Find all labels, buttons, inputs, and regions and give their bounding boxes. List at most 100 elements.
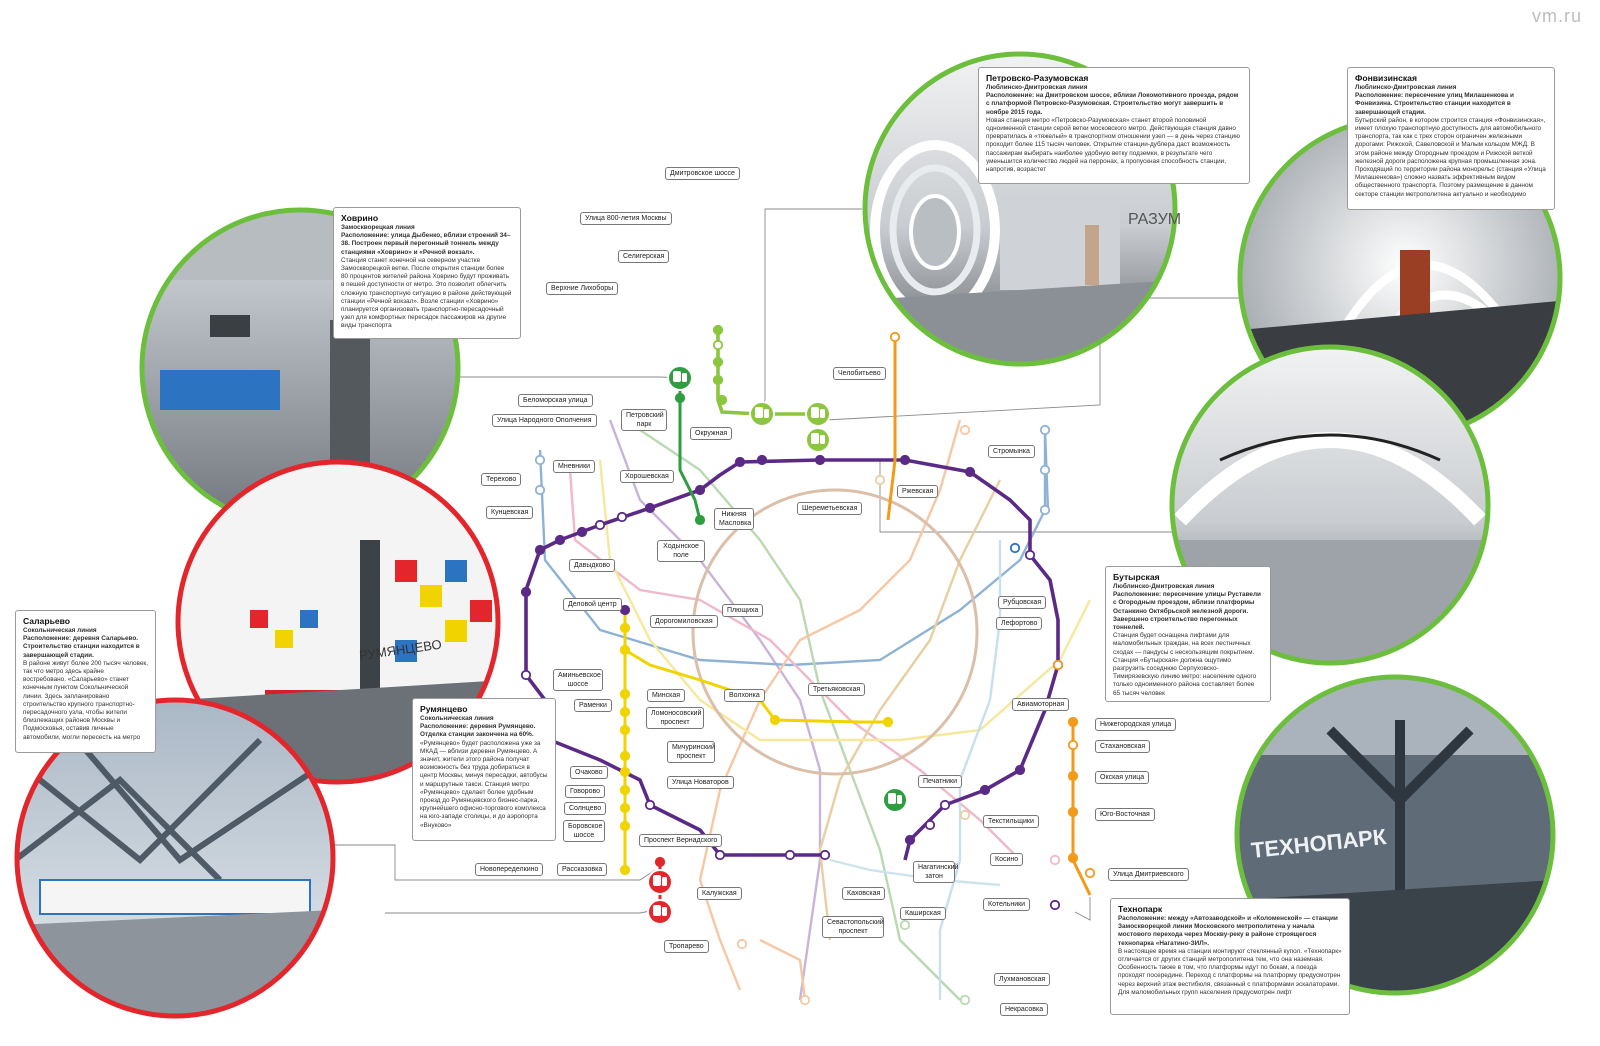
station-label: Кунцевская xyxy=(486,506,534,519)
train-transfer-icon xyxy=(805,401,831,427)
panel-body: В районе живут более 200 тысяч человек, … xyxy=(23,659,149,741)
station-label: Плющиха xyxy=(722,604,764,617)
watermark: vm.ru xyxy=(1532,6,1582,26)
station-dot xyxy=(1084,867,1096,879)
station-dot xyxy=(1067,770,1079,782)
station-dot xyxy=(939,799,951,811)
station-dot xyxy=(534,544,546,556)
panel-title: Саларьево xyxy=(23,616,71,626)
station-dot xyxy=(714,849,726,861)
train-transfer-icon xyxy=(667,365,693,391)
station-label: Нижегородская улица xyxy=(1095,718,1177,731)
station-dot xyxy=(1067,739,1079,751)
station-dot xyxy=(644,502,656,514)
station-dot xyxy=(899,454,911,466)
station-dot xyxy=(712,374,724,386)
station-dot xyxy=(674,392,686,404)
station-dot xyxy=(979,784,991,796)
station-label: Севастопольский проспект xyxy=(822,916,884,938)
panel-body: Новая станция метро «Петровско-Разумовск… xyxy=(986,116,1240,174)
station-label: Селигерская xyxy=(618,250,670,263)
panel-location: Расположение: пересечение улиц Милашенко… xyxy=(1355,92,1514,116)
panel-khovrino: Ховрино Замоскворецкая линия Расположени… xyxy=(333,207,521,339)
station-dot xyxy=(1052,659,1064,671)
station-dot xyxy=(520,586,532,598)
station-dot xyxy=(712,356,724,368)
station-label: Улица Народного Ополчения xyxy=(492,414,597,427)
station-dot xyxy=(619,820,631,832)
purple-line xyxy=(524,458,1060,861)
panel-body: В настоящее время на станции монтируют с… xyxy=(1118,947,1342,996)
station-dot xyxy=(619,622,631,634)
panel-location: Расположение: на Дмитровском шоссе, вбли… xyxy=(986,92,1239,116)
station-label: Деловой центр xyxy=(563,598,622,611)
station-dot xyxy=(756,454,768,466)
panel-line: Сокольническая линия xyxy=(23,627,97,634)
panel-line: Люблинско-Дмитровская линия xyxy=(986,84,1088,91)
station-dots xyxy=(520,324,1096,1006)
panel-line: Люблинско-Дмитровская линия xyxy=(1113,583,1215,590)
station-dot xyxy=(619,750,631,762)
station-label: Дмитровское шоссе xyxy=(665,167,740,180)
panel-line: Сокольническая линия xyxy=(420,715,494,722)
station-label: Новопеределкино xyxy=(475,863,544,876)
station-label: Петровский парк xyxy=(621,409,667,431)
station-dot xyxy=(520,669,532,681)
station-dot xyxy=(769,714,781,726)
station-label: Аминьевское шоссе xyxy=(553,669,603,691)
station-label: Раменки xyxy=(574,699,612,712)
station-label: Авиамоторная xyxy=(1012,698,1070,711)
station-dot xyxy=(619,766,631,778)
station-dot xyxy=(964,466,976,478)
panel-body: Станция будет оснащена лифтами для малом… xyxy=(1113,632,1257,697)
ring-line xyxy=(691,488,979,776)
station-label: Терехово xyxy=(481,473,522,486)
panel-location: Расположение: деревня Румянцево. Отделка… xyxy=(420,723,536,739)
station-dot xyxy=(736,938,748,950)
panel-title: Румянцево xyxy=(420,704,468,714)
station-dot xyxy=(1067,806,1079,818)
station-dot xyxy=(616,511,628,523)
station-label: Проспект Вернадского xyxy=(639,834,723,847)
station-label: Окружная xyxy=(690,427,733,440)
station-label: Солнцево xyxy=(564,802,607,815)
station-label: Косино xyxy=(990,853,1024,866)
panel-fonvizinskaya: Фонвизинская Люблинско-Дмитровская линия… xyxy=(1347,67,1555,210)
panel-line: Замоскворецкая линия xyxy=(341,224,415,231)
station-label: Боровское шоссе xyxy=(563,820,605,842)
station-dot xyxy=(1009,542,1021,554)
station-label: Каховская xyxy=(842,887,886,900)
station-label: Челобитьево xyxy=(833,367,886,380)
station-label: Ходынское поле xyxy=(657,540,705,562)
panel-butyrskaya: Бутырская Люблинско-Дмитровская линия Ра… xyxy=(1105,566,1271,702)
station-dot xyxy=(534,484,546,496)
station-dot xyxy=(534,454,546,466)
station-label: Каширская xyxy=(900,907,946,920)
photo-salarievo xyxy=(14,697,336,1019)
station-dot xyxy=(959,424,971,436)
panel-title: Ховрино xyxy=(341,213,379,223)
station-label: Текстильщики xyxy=(983,815,1039,828)
station-label: Лефортово xyxy=(996,617,1043,630)
panel-rumyantsevo: Румянцево Сокольническая линия Расположе… xyxy=(412,698,556,841)
panel-body: Бутырский район, в котором строится стан… xyxy=(1355,116,1546,198)
station-dot xyxy=(554,534,566,546)
station-dot xyxy=(619,784,631,796)
station-dot xyxy=(814,454,826,466)
station-dot xyxy=(1014,764,1026,776)
station-dot xyxy=(594,519,606,531)
panel-location: Расположение: деревня Саларьево. Строите… xyxy=(23,635,140,659)
station-dot xyxy=(784,849,796,861)
station-label: Лухмановская xyxy=(994,973,1051,986)
station-dot xyxy=(1039,504,1051,516)
station-dot xyxy=(874,474,886,486)
station-dot xyxy=(619,706,631,718)
panel-body: «Румянцево» будет расположена уже за МКА… xyxy=(420,739,548,829)
grey-lines xyxy=(538,419,1092,1001)
station-label: Окская улица xyxy=(1095,771,1150,784)
station-dot xyxy=(882,716,894,728)
panel-title: Бутырская xyxy=(1113,572,1160,582)
lime-line xyxy=(716,330,820,416)
station-dot xyxy=(1039,424,1051,436)
orange-line xyxy=(886,335,1092,896)
